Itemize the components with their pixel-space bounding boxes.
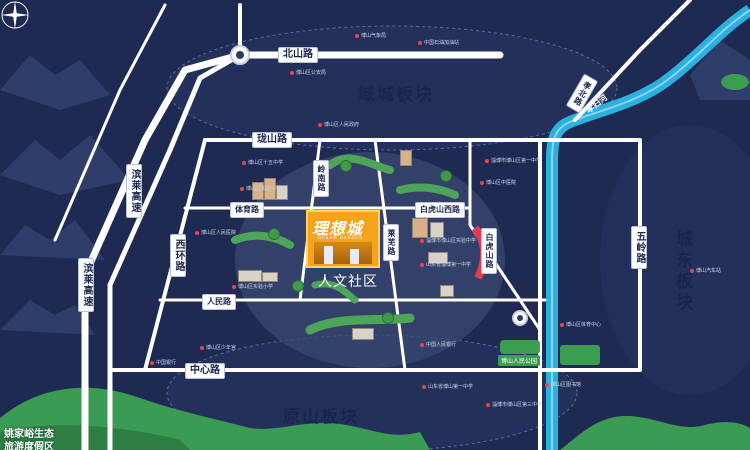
road-label-wuling: 五岭路 [631, 226, 647, 269]
poi[interactable]: 博山气象局 [355, 33, 386, 39]
building [430, 222, 444, 238]
poi[interactable]: 博山区实验中学 [240, 186, 281, 192]
project-logo: 理想城 [312, 219, 364, 238]
road-label-xihuan: 西环路 [170, 234, 186, 277]
mountain-2 [0, 135, 130, 195]
road-label-baihushan: 白虎山路 [481, 228, 497, 274]
river-highlight [551, 9, 750, 450]
district-yuanshan: 原山板块 [283, 407, 359, 427]
poi[interactable]: 淄博市博山区实验中学 [420, 238, 476, 244]
poi[interactable]: 博山区十五中学 [242, 160, 283, 166]
mountain-1 [0, 55, 110, 110]
poi[interactable]: 山东省淄博第一中学 [420, 262, 471, 268]
park-label: 博山人民公园 [498, 355, 541, 366]
tree [268, 228, 280, 240]
poi[interactable]: 博山区图书馆 [545, 382, 581, 388]
project-card[interactable]: 理想城 DREAM GARDEN [306, 210, 380, 268]
building [400, 150, 412, 166]
road-northeast [573, 0, 692, 122]
poi[interactable]: 中国银行 [150, 360, 176, 366]
green-strip-1 [326, 154, 394, 174]
building [262, 272, 278, 282]
roundabout-east-center [517, 315, 523, 321]
project-subtitle: DREAM GARDEN [318, 235, 364, 240]
tree [340, 160, 352, 172]
district-yucheng: 域城板块 [358, 85, 434, 105]
resort-line-2: 旅游度假区 [4, 442, 54, 450]
building [238, 270, 262, 282]
road-label-laiwu: 莱芜路 [383, 224, 399, 261]
road-label-renmin: 人民路 [202, 294, 236, 310]
poi[interactable]: 中国石油加油站 [418, 40, 459, 46]
poi[interactable]: 博山区少年宫 [200, 345, 236, 351]
green-hills-right [560, 415, 750, 450]
poi[interactable]: 博山区人民医院 [195, 230, 236, 236]
mountain-4 [0, 300, 95, 335]
road-label-tiyu: 体育路 [230, 202, 264, 218]
road-label-baihushan-west: 白虎山西路 [415, 202, 465, 218]
poi[interactable]: 博山区人民政府 [318, 122, 359, 128]
tree [292, 280, 304, 292]
green-strip-5 [311, 280, 359, 304]
park-area [500, 340, 540, 354]
poi[interactable]: 淄博市博山区第一中学 [485, 158, 541, 164]
poi[interactable]: 博山区公安局 [290, 70, 326, 76]
resort-label: 姚家峪生态 旅游度假区 [4, 428, 54, 450]
building [352, 328, 374, 340]
road-label-beishan: 北山路 [278, 47, 318, 63]
yuanshan-zone [167, 335, 577, 450]
mountain-3 [0, 220, 105, 260]
poi[interactable]: 中国人民银行 [420, 342, 456, 348]
tree [440, 170, 452, 182]
road-binlai-inner [107, 52, 243, 450]
poi[interactable]: 山东省博山第一中学 [422, 384, 473, 390]
road-label-zhongxin: 中心路 [185, 363, 225, 379]
community-label: 人文社区 [318, 274, 378, 290]
landmark-oval [721, 74, 749, 90]
yucheng-outline [166, 25, 618, 151]
building [440, 285, 454, 297]
road-northwest [53, 3, 167, 242]
road-baihushan [468, 138, 522, 302]
district-chengdong: 城东板块 [672, 230, 692, 314]
building [412, 218, 428, 238]
poi[interactable]: 博山区体育中心 [560, 322, 601, 328]
green-strip-3 [231, 231, 294, 249]
poi[interactable]: 博山区实验小学 [232, 284, 273, 290]
green-hills-front [0, 425, 190, 450]
road-label-binlai-2: 滨莱高速 [78, 258, 94, 312]
poi[interactable]: 博山区中医院 [480, 180, 516, 186]
project-image [314, 242, 372, 264]
compass-icon [1, 1, 29, 29]
chengdong-zone [600, 125, 750, 395]
roundabout-north-center [236, 51, 244, 59]
resort-line-1: 姚家峪生态 [4, 429, 54, 440]
road-label-longshan: 珑山路 [252, 132, 292, 148]
poi[interactable]: 博山汽车站 [690, 268, 721, 274]
road-label-lingnan: 岭南路 [313, 160, 329, 197]
green-strip-2 [396, 183, 459, 199]
poi[interactable]: 淄博市博山区第三中学 [486, 402, 542, 408]
tree [382, 312, 394, 324]
park-area-east [560, 345, 600, 365]
green-strip-4 [305, 313, 415, 335]
road-label-binlai-1: 滨莱高速 [126, 164, 142, 218]
